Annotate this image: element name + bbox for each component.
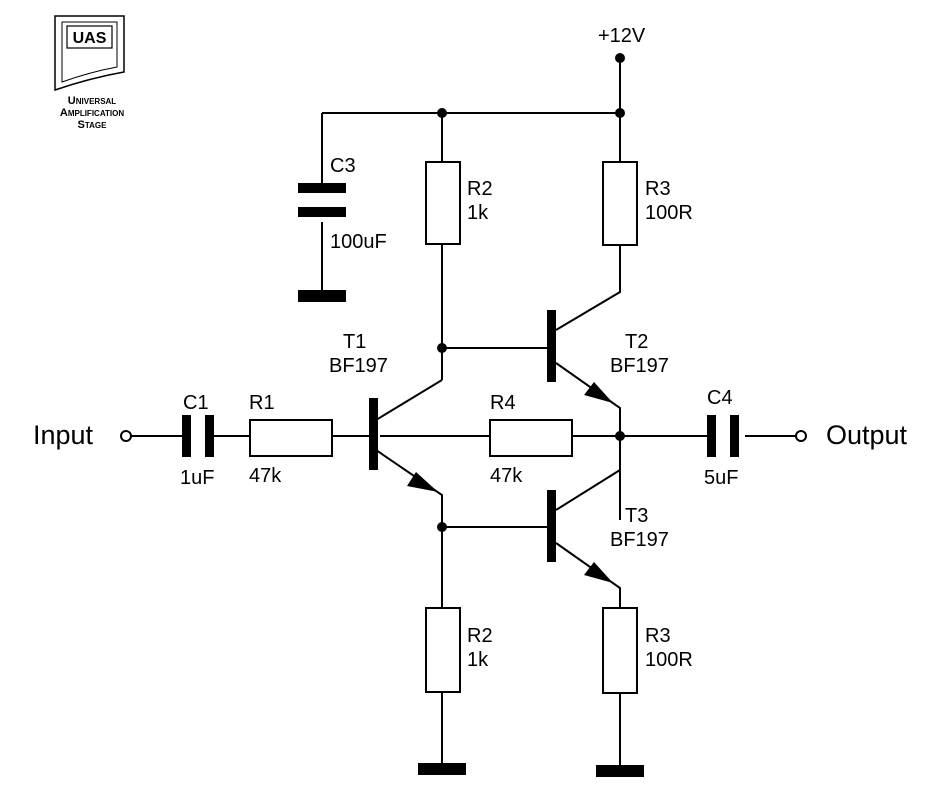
- input-label: Input: [33, 420, 94, 450]
- capacitor-c1: [182, 415, 214, 457]
- output-label: Output: [826, 420, 908, 450]
- resistor-r1: [249, 419, 333, 457]
- c1-value: 1uF: [180, 467, 214, 489]
- resistor-r2-top: [425, 161, 461, 245]
- logo-caption-line-2: Amplification: [60, 107, 124, 119]
- c3-value: 100uF: [330, 231, 387, 253]
- t2-base-bar: [547, 310, 556, 382]
- r2-top-value: 1k: [467, 202, 489, 224]
- resistor-r4: [489, 419, 573, 457]
- resistor-r3-bottom: [602, 607, 638, 694]
- c1-name: C1: [183, 392, 209, 414]
- t3-value: BF197: [610, 529, 669, 551]
- r3-bottom-value: 100R: [645, 649, 693, 671]
- logo-badge-text: UAS: [73, 30, 107, 47]
- t2-value: BF197: [610, 355, 669, 377]
- capacitor-c3: [298, 183, 346, 217]
- t1-name: T1: [343, 331, 366, 353]
- emitter-arrows: [407, 382, 613, 583]
- r2-bottom-name: R2: [467, 625, 493, 647]
- t3-base-bar: [547, 490, 556, 562]
- input-terminal: [120, 430, 132, 442]
- ground-r3-bottom: [596, 765, 644, 777]
- r1-name: R1: [249, 392, 275, 414]
- logo-caption-line-3: Stage: [78, 119, 108, 131]
- t1-base-bar: [369, 398, 378, 470]
- c3-name: C3: [330, 155, 356, 177]
- r1-value: 47k: [249, 465, 282, 487]
- capacitor-c4: [707, 415, 739, 457]
- junction-dots: [437, 53, 625, 532]
- resistor-r3-top: [602, 161, 638, 246]
- t3-emitter-arrow: [584, 562, 613, 583]
- c4-value: 5uF: [704, 467, 738, 489]
- t3-name: T3: [625, 505, 648, 527]
- ground-c3: [298, 290, 346, 302]
- r3-bottom-name: R3: [645, 625, 671, 647]
- t2-emitter-arrow: [584, 382, 613, 403]
- r2-bottom-value: 1k: [467, 649, 489, 671]
- c4-name: C4: [707, 387, 733, 409]
- logo-caption-line-1: Universal: [68, 95, 117, 107]
- t1-value: BF197: [329, 355, 388, 377]
- wires: [132, 58, 796, 765]
- r3-top-name: R3: [645, 178, 671, 200]
- resistor-r2-bottom: [425, 607, 461, 693]
- output-terminal: [795, 430, 807, 442]
- r3-top-value: 100R: [645, 202, 693, 224]
- r4-name: R4: [490, 392, 516, 414]
- supply-label: +12V: [598, 25, 646, 47]
- uas-logo: UAS Universal Amplification Stage: [54, 15, 125, 131]
- ground-r2-bottom: [418, 763, 466, 775]
- t2-name: T2: [625, 331, 648, 353]
- t1-emitter-arrow: [407, 472, 438, 492]
- r4-value: 47k: [490, 465, 523, 487]
- r2-top-name: R2: [467, 178, 493, 200]
